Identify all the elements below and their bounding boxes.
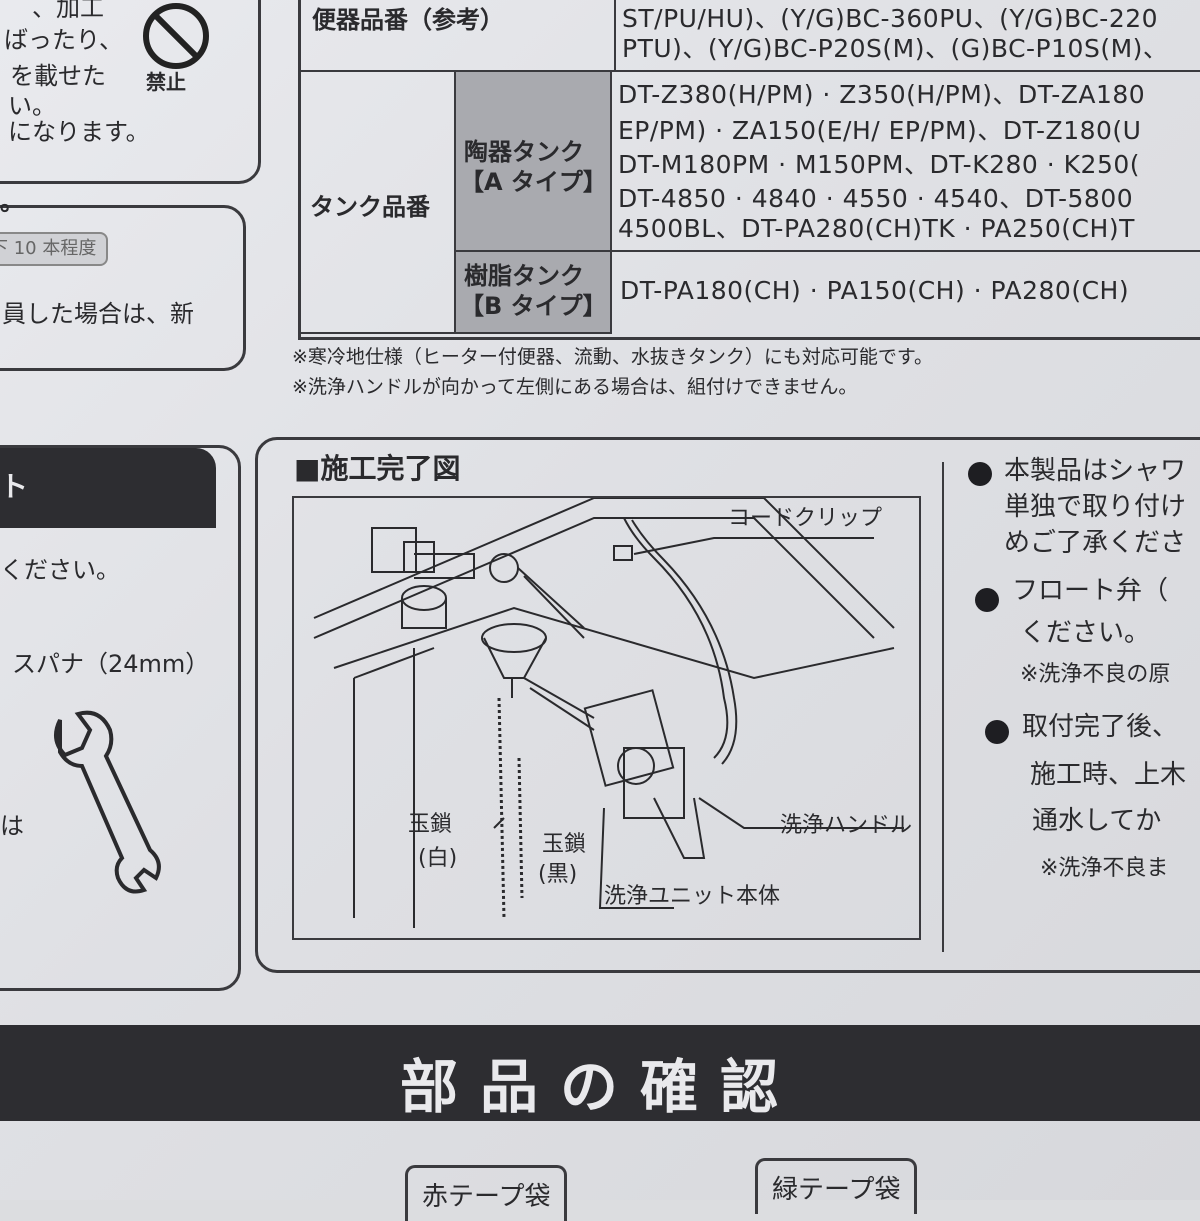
label-chain-white-1: 玉鎖 — [408, 812, 453, 837]
typeA-line-4: DT-4850 · 4840 · 4550 · 4540、DT-5800 — [618, 184, 1134, 213]
note-2: ※洗浄ハンドルが向かって左側にある場合は、組付けできません。 — [292, 376, 858, 398]
typeA-label-1: 陶器タンク — [464, 138, 584, 166]
typeB-label-2: 【B タイプ】 — [460, 292, 607, 320]
red-tape-bag-tag: 赤テープ袋 — [405, 1165, 568, 1221]
typeA-line-2: EP/PM) · ZA150(E/H/ EP/PM)、DT-Z180(U — [618, 116, 1142, 145]
spec-row1-divider — [300, 70, 1200, 72]
typeA-divider — [456, 250, 1200, 252]
bullet-2-icon — [975, 588, 999, 612]
bullet-1-icon — [968, 462, 992, 486]
label-chain-white-2: (白) — [418, 846, 458, 871]
right-b1-line-2: 単独で取り付け — [1004, 492, 1187, 522]
right-b2-line-1: フロート弁（ — [1012, 576, 1169, 606]
right-b1-line-1: 本製品はシャワ — [1004, 456, 1187, 486]
note-title-fragment: 。 — [0, 188, 24, 216]
tools-header-bar — [0, 448, 216, 528]
label-handle: 洗浄ハンドル — [780, 813, 913, 838]
diagram-section — [255, 437, 1200, 973]
tools-box — [0, 445, 241, 991]
typeA-label-2: 【A タイプ】 — [460, 168, 607, 196]
toilet-tank-illustration — [313, 498, 904, 928]
label-unit: 洗浄ユニット本体 — [604, 884, 781, 909]
typeA-line-3: DT-M180PM · M150PM、DT-K280 · K250( — [618, 150, 1141, 179]
spec-row1-line-2: PTU)、(Y/G)BC-P20S(M)、(G)BC-P10S(M)、 — [622, 34, 1169, 63]
typeA-line-1: DT-Z380(H/PM) · Z350(H/PM)、DT-ZA180 — [618, 80, 1146, 109]
caution-line-2: ばったり、 — [4, 26, 124, 54]
tools-side-fragment: は — [0, 812, 24, 840]
right-b2-line-3: ※洗浄不良の原 — [1020, 662, 1171, 687]
label-cord-clip: コードクリップ — [728, 506, 883, 531]
typeB-label-cell — [456, 252, 612, 334]
right-b1-line-3: めご了承くださ — [1004, 528, 1187, 558]
note-box — [0, 205, 246, 371]
section-title: 部品の確認 — [399, 1053, 800, 1121]
spec-row1-line-1: ST/PU/HU)、(Y/G)BC-360PU、(Y/G)BC-220 — [622, 4, 1159, 33]
right-divider — [942, 462, 944, 952]
tools-line-1: ください。 — [0, 556, 120, 584]
bullet-3-icon — [985, 720, 1009, 744]
right-b3-line-4: ※洗浄不良ま — [1040, 856, 1169, 881]
prohibit-icon — [143, 3, 209, 69]
tank-label: タンク品番 — [310, 193, 430, 221]
green-tape-bag-tag: 緑テープ袋 — [755, 1158, 918, 1214]
caution-box — [0, 0, 261, 184]
tools-spanner-label: スパナ（24mm） — [12, 650, 210, 678]
spec-row1-label: 便器品番（参考） — [312, 6, 504, 34]
label-chain-black-2: (黒) — [538, 862, 578, 887]
right-b3-line-2: 施工時、上木 — [1030, 760, 1187, 790]
right-b3-line-3: 通水してか — [1032, 806, 1162, 836]
typeB-line: DT-PA180(CH) · PA150(CH) · PA280(CH) — [620, 276, 1130, 305]
caution-line-3: を載せた — [10, 62, 106, 90]
prohibit-label: 禁止 — [146, 70, 186, 94]
tools-header-fragment: ト — [0, 470, 29, 503]
typeA-label-cell — [456, 72, 612, 252]
diagram-frame — [292, 496, 921, 940]
section-banner — [0, 1025, 1200, 1121]
caution-line-1: 、加工 — [32, 0, 104, 22]
note-1: ※寒冷地仕様（ヒーター付便器、流動、水抜きタンク）にも対応可能です。 — [292, 346, 934, 368]
note-chip: 以下 10 本程度 — [0, 232, 109, 266]
typeA-line-5: 4500BL、DT-PA280(CH)TK · PA250(CH)T — [618, 214, 1135, 243]
right-b3-line-1: 取付完了後、 — [1022, 712, 1179, 742]
label-chain-black-1: 玉鎖 — [542, 832, 587, 857]
right-b2-line-2: ください。 — [1020, 618, 1151, 648]
spec-table — [298, 0, 1200, 340]
wrench-icon — [54, 710, 161, 894]
tank-label-cell — [300, 72, 456, 334]
caution-line-4: い。 — [8, 92, 56, 120]
diagram-title: ■施工完了図 — [294, 452, 461, 485]
typeB-label-1: 樹脂タンク — [464, 262, 584, 290]
caution-line-5: になります。 — [8, 118, 150, 146]
note-line: 員した場合は、新 — [2, 300, 194, 328]
